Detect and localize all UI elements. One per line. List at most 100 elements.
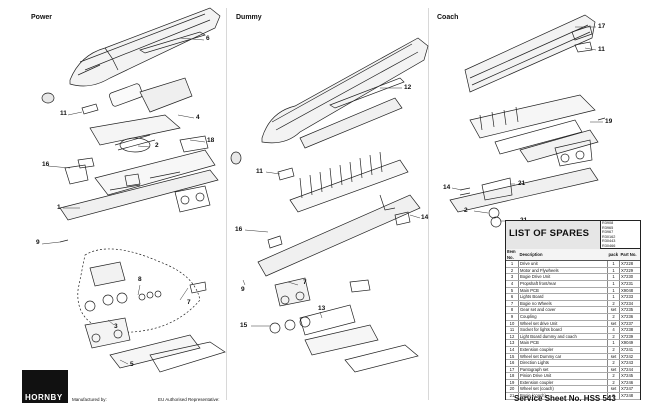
spares-cell-no: 5 [506,287,519,295]
spares-cell-no: 17 [506,366,519,374]
callout: 14 [443,184,451,191]
power-car-body [69,7,221,87]
callout: 17 [598,23,606,30]
sheet-number: Service Sheet No. HSS 543 [514,394,616,403]
spares-cell-desc: Wheel set (coach) [518,385,608,394]
spares-header-row: Item No. Description pack Part No. [506,249,640,262]
callout: 1 [57,204,61,211]
spares-cell-pack: 1 [607,280,620,288]
spares-cell-desc: Motor and Flywheels [518,267,608,275]
spares-cell-desc: Extension coupler [518,346,608,354]
callout: 9 [241,286,245,293]
spares-cell-pack: 2 [607,313,620,321]
spares-title: LIST OF SPARES [509,228,590,239]
callout: 6 [206,35,210,42]
logo-text: HORNBY [25,393,63,402]
spares-cell-part: X7238 [619,326,640,334]
callout: 16 [42,161,50,168]
callout: 4 [196,114,200,121]
spares-cell-desc: Lights Board [518,293,608,301]
spares-cell-pack: 1 [607,339,620,347]
callout: 18 [207,137,215,144]
spares-cell-part: X7243 [619,359,640,367]
callout: 13 [318,305,326,312]
spares-cell-part: X7233 [619,293,640,301]
spares-cell-no: 21 [506,392,519,400]
callout: 2 [155,142,159,149]
spares-cell-part: X7234 [619,300,640,308]
spares-cell-pack: 4 [607,326,620,334]
spares-list: LIST OF SPARES R3908 R3965 R3967 R30162 … [505,220,641,400]
callout: 7 [187,299,191,306]
spares-cell-part: X7248 [619,392,640,400]
spares-cell-pack: set [607,306,620,314]
section-title-coach: Coach [437,14,459,21]
spares-cell-pack: 2 [607,392,620,400]
callout: 11 [60,110,67,117]
spares-cell-pack: 1 [607,267,620,275]
spares-cell-part: X7241 [619,346,640,354]
spares-cell-no: 15 [506,353,519,361]
callout: 2 [464,207,468,214]
spares-cell-no: 11 [506,326,519,334]
spares-cell-desc: Main PCB [518,287,608,295]
model-code: R3908 [602,221,614,225]
callout: 8 [138,276,142,283]
spares-cell-desc: Drive unit [518,260,608,268]
callout: 11 [598,46,605,53]
dummy-car-body [261,37,429,144]
spares-cell-part: X7246 [619,379,640,387]
spares-cell-pack: 2 [607,372,620,380]
divider-1 [226,8,227,400]
spares-cell-desc: Bogie no Wheels [518,300,608,308]
spares-cell-desc: Propshaft front/rear [518,280,608,288]
spares-cell-pack: set [607,353,620,361]
callout: 7 [303,279,307,286]
spares-cell-pack: 1 [607,287,620,295]
spares-cell-no: 1 [506,260,519,268]
callout: 16 [235,226,243,233]
spares-cell-part: X7236 [619,313,640,321]
spares-cell-no: 14 [506,346,519,354]
spares-cell-no: 13 [506,339,519,347]
spares-cell-part: X9049 [619,339,640,347]
spares-cell-pack: 2 [607,346,620,354]
spares-cell-desc: Pantograph set [518,366,608,374]
spares-cell-no: 20 [506,385,519,394]
spares-cell-no: 18 [506,372,519,380]
spares-cell-part: X7242 [619,353,640,361]
coach-car-body [464,14,596,93]
spares-cell-desc: Coupling [518,313,608,321]
callout: 15 [240,322,248,329]
spares-cell-desc: Light Board dummy and coach [518,333,608,341]
spares-cell-pack: 1 [607,293,620,301]
spares-cell-part: X7247 [619,385,640,394]
spares-cell-no: 8 [506,306,519,314]
spares-cell-part: X7237 [619,320,640,328]
spares-cell-no: 16 [506,359,519,367]
callout: 11 [256,168,263,175]
model-code: R30443 [602,239,616,244]
spares-cell-desc: Bogie Drive Unit [518,273,608,281]
section-title-dummy: Dummy [236,14,262,21]
spares-cell-pack: 1 [607,260,620,268]
spares-cell-no: 19 [506,379,519,387]
col-description: Description [518,249,608,262]
model-code: R30466 [602,243,616,248]
spares-cell-part: X7230 [619,273,640,281]
divider-2 [428,8,429,400]
col-pack: pack [607,249,620,262]
spares-cell-no: 3 [506,273,519,281]
spares-cell-pack: set [607,366,620,374]
spares-cell-part: X7244 [619,366,640,374]
